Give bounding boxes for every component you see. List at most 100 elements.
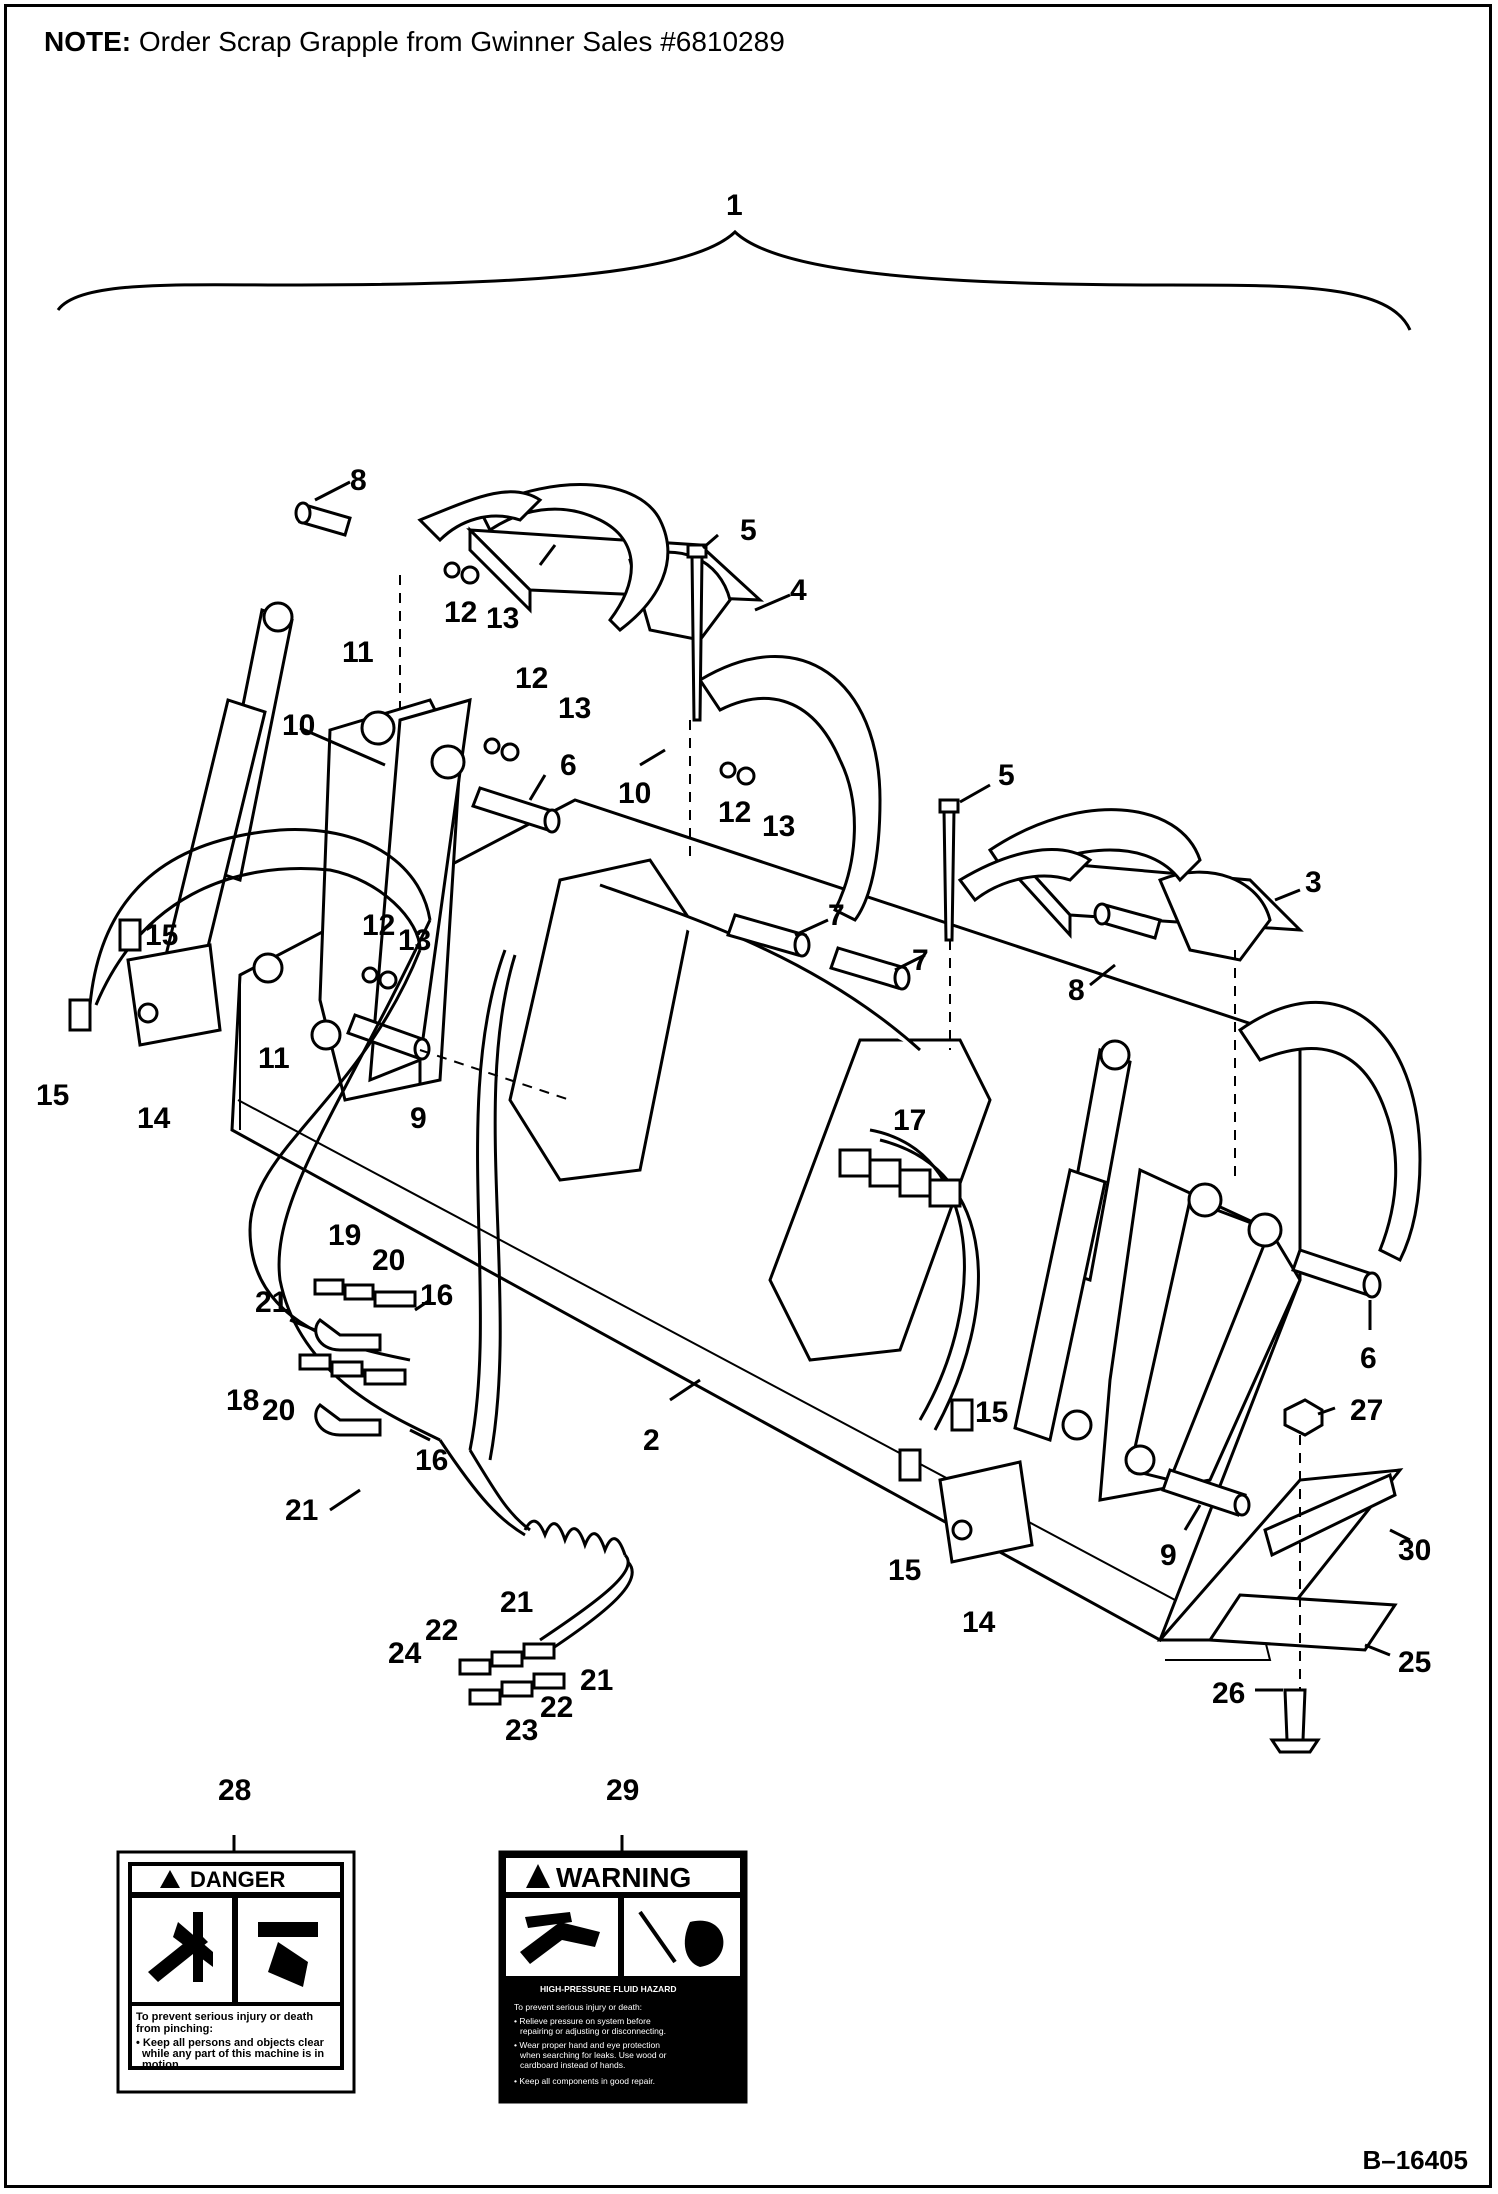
callout-11: 11 — [258, 1042, 290, 1075]
callout-2: 2 — [643, 1424, 660, 1457]
callout-12: 12 — [718, 796, 751, 829]
warning-bullet2b: when searching for leaks. Use wood or — [519, 2050, 667, 2060]
callout-12: 12 — [515, 662, 548, 695]
danger-line1: To prevent serious injury or death — [136, 2011, 313, 2023]
callout-21: 21 — [285, 1494, 318, 1527]
callout-14: 14 — [137, 1102, 171, 1135]
warning-bullet3: • Keep all components in good repair. — [514, 2076, 655, 2086]
cylinder-left — [126, 601, 294, 1047]
callout-20: 20 — [372, 1244, 405, 1277]
callout-7: 7 — [912, 944, 929, 977]
right-tower — [1061, 1167, 1302, 1502]
callout-27: 27 — [1350, 1394, 1383, 1427]
cylinder-right — [938, 1039, 1132, 1564]
callout-23: 23 — [505, 1714, 538, 1747]
warning-line1: To prevent serious injury or death: — [514, 2002, 642, 2012]
callout-5: 5 — [998, 759, 1015, 792]
callout-8: 8 — [350, 464, 367, 497]
callout-15: 15 — [36, 1079, 69, 1112]
callout-16: 16 — [415, 1444, 448, 1477]
grapple-3 — [957, 808, 1422, 1263]
callout-13: 13 — [398, 924, 431, 957]
pin-8-left — [294, 501, 352, 537]
coupler-17 — [838, 1148, 962, 1208]
grapple-4 — [417, 483, 882, 922]
alert-triangle-icon — [160, 1870, 180, 1888]
callout-9: 9 — [1160, 1539, 1177, 1572]
callout-13: 13 — [558, 692, 591, 725]
fittings-19-20-21 — [298, 1278, 417, 1437]
callout-5: 5 — [740, 514, 757, 547]
note-text: Order Scrap Grapple from Gwinner Sales #… — [138, 26, 785, 57]
callout-16: 16 — [420, 1279, 453, 1312]
danger-header: DANGER — [190, 1867, 285, 1892]
pinch-point-icon — [148, 1912, 213, 1982]
callout-21: 21 — [255, 1286, 288, 1319]
diagram-frame — [4, 4, 1492, 2188]
callout-26: 26 — [1212, 1677, 1245, 1710]
callout-13: 13 — [762, 810, 795, 843]
callout-19: 19 — [328, 1219, 361, 1252]
callout-25: 25 — [1398, 1646, 1431, 1679]
pin-6-right — [1291, 1248, 1382, 1299]
callout-8: 8 — [1068, 974, 1085, 1007]
callout-15: 15 — [145, 919, 178, 952]
callout-15: 15 — [975, 1396, 1008, 1429]
crush-hazard-icon — [258, 1922, 318, 1987]
fluid-injection-icon — [520, 1912, 600, 1964]
danger-bullet3: motion. — [142, 2059, 182, 2071]
fittings-22-24 — [458, 1642, 566, 1706]
figure-reference: B–16405 — [1362, 2145, 1468, 2175]
warning-bullet2c: cardboard instead of hands. — [520, 2060, 625, 2070]
warning-bullet2: • Wear proper hand and eye protection — [514, 2040, 660, 2050]
callout-20: 20 — [262, 1394, 295, 1427]
alert-triangle-icon — [526, 1864, 550, 1888]
fittings-15 — [68, 918, 974, 1482]
bolt-on-edge — [1207, 1593, 1398, 1652]
callouts: 1 8 5 4 12 13 11 12 13 10 6 10 12 13 5 3… — [36, 189, 1431, 1807]
bolt-5-left — [686, 543, 708, 722]
callout-12: 12 — [362, 909, 395, 942]
cutting-edge — [1263, 1472, 1397, 1558]
cardboard-leak-check-icon — [638, 1910, 724, 1967]
callout-22: 22 — [425, 1614, 458, 1647]
callout-11: 11 — [342, 636, 374, 669]
callout-30: 30 — [1398, 1534, 1431, 1567]
callout-15: 15 — [888, 1554, 921, 1587]
danger-line2: from pinching: — [136, 2023, 213, 2035]
callout-10: 10 — [282, 709, 315, 742]
pin-6-left — [471, 786, 561, 834]
danger-bullet2: while any part of this machine is in — [141, 2048, 324, 2060]
pin-9-left — [346, 1013, 431, 1061]
callout-24: 24 — [388, 1637, 422, 1670]
bolt-26 — [1269, 1688, 1321, 1754]
order-note: NOTE: Order Scrap Grapple from Gwinner S… — [44, 26, 785, 58]
callout-4: 4 — [790, 574, 807, 607]
danger-decal: DANGER To prevent serious injury or deat… — [116, 1850, 356, 2094]
warning-bullet1b: repairing or adjusting or disconnecting. — [520, 2026, 666, 2036]
callout-9: 9 — [410, 1102, 427, 1135]
bolt-5-right — [938, 798, 960, 942]
danger-bullet1: • Keep all persons and objects clear — [136, 2037, 325, 2049]
callout-1: 1 — [726, 189, 743, 222]
callout-14: 14 — [962, 1606, 996, 1639]
assembly-brace — [56, 229, 1412, 331]
pin-8-right — [1093, 902, 1162, 940]
callout-12: 12 — [444, 596, 477, 629]
pin-9-right — [1161, 1468, 1251, 1517]
callout-17: 17 — [893, 1104, 926, 1137]
callout-13: 13 — [486, 602, 519, 635]
callout-3: 3 — [1305, 866, 1322, 899]
callout-10: 10 — [618, 777, 651, 810]
warning-header: WARNING — [556, 1862, 691, 1893]
warning-subheader: HIGH-PRESSURE FLUID HAZARD — [540, 1984, 676, 1994]
callout-29: 29 — [606, 1774, 639, 1807]
warning-bullet1: • Relieve pressure on system before — [514, 2016, 651, 2026]
hardware-12-13 — [361, 561, 756, 990]
callout-21: 21 — [580, 1664, 613, 1697]
callout-7: 7 — [828, 899, 845, 932]
note-label: NOTE: — [44, 26, 132, 57]
callout-6: 6 — [1360, 1342, 1377, 1375]
callout-21: 21 — [500, 1586, 533, 1619]
